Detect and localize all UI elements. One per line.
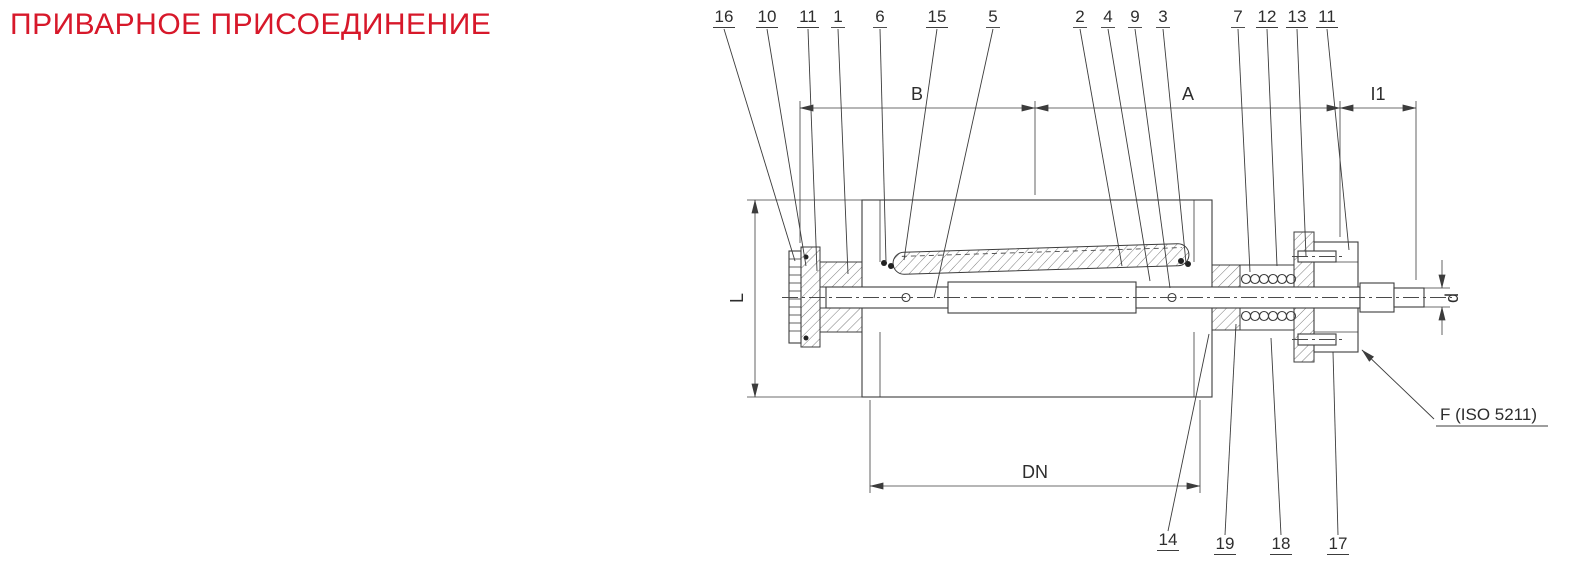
- callout-leader: [1237, 28, 1251, 273]
- callout-label: 10: [758, 7, 777, 26]
- dimension-dn-label: DN: [1022, 462, 1048, 482]
- callout-leader: [1167, 333, 1210, 532]
- spring-stack: [1240, 273, 1297, 322]
- callouts-top: 16 10 11 1 6 15 5 2 4 9 3 7 12: [713, 7, 1350, 299]
- dimension-dn: DN: [869, 400, 1201, 493]
- stub-flange: [800, 246, 821, 348]
- callout-label: 16: [715, 7, 734, 26]
- callout-leader: [903, 28, 938, 261]
- callout-label: 2: [1075, 7, 1084, 26]
- callout-leader: [807, 28, 818, 272]
- flange-standard-callout: F (ISO 5211): [1361, 349, 1548, 427]
- callout-leader: [1326, 28, 1350, 251]
- callout-leader: [1266, 28, 1278, 267]
- callout-leader: [837, 28, 849, 275]
- callout-label: 4: [1103, 7, 1112, 26]
- callout-leader: [1079, 28, 1123, 267]
- flange-standard-label: F (ISO 5211): [1440, 405, 1537, 424]
- callout-leader: [933, 28, 994, 299]
- thread-dashes: [901, 247, 1182, 257]
- page-title: ПРИВАРНОЕ ПРИСОЕДИНЕНИЕ: [10, 8, 492, 41]
- dimension-i1-label: I1: [1370, 84, 1385, 104]
- callout-leader: [723, 28, 796, 262]
- callout-label: 17: [1329, 534, 1348, 553]
- dimension-top: B A I1: [799, 84, 1417, 280]
- callout-leader: [1270, 337, 1282, 536]
- flange-standard-leader: [1361, 349, 1435, 420]
- weld-groove-cap: [788, 250, 802, 344]
- callout-leader: [1224, 323, 1237, 536]
- dimension-a-label: A: [1182, 84, 1194, 104]
- callouts-bottom: 14 19 18 17: [1157, 323, 1349, 555]
- dimension-d-label: d: [1442, 293, 1462, 303]
- callout-label: 12: [1258, 7, 1277, 26]
- callout-label: 11: [1318, 7, 1336, 26]
- shaft-assembly: [825, 281, 1425, 314]
- callout-label: 1: [833, 7, 842, 26]
- seal-dot: [803, 335, 809, 341]
- callout-label: 9: [1130, 7, 1139, 26]
- callout-leader: [1296, 28, 1307, 257]
- callout-label: 15: [928, 7, 947, 26]
- dimension-l: L: [727, 199, 866, 398]
- dimension-l-label: L: [727, 293, 747, 303]
- callout-label: 3: [1158, 7, 1167, 26]
- seat-seals: [881, 258, 1191, 269]
- callout-leader: [879, 28, 887, 263]
- callout-label: 19: [1216, 534, 1235, 553]
- callout-leader: [1107, 28, 1151, 282]
- weld-stub: [788, 246, 863, 348]
- stub-neck-bottom-wall: [819, 307, 863, 333]
- callout-leader: [1332, 351, 1339, 536]
- disc-section: [892, 243, 1190, 275]
- callout-label: 5: [988, 7, 997, 26]
- callout-label: 11: [799, 7, 817, 26]
- callout-label: 14: [1159, 530, 1178, 549]
- callout-leader: [1134, 28, 1171, 289]
- callout-label: 18: [1272, 534, 1291, 553]
- callout-label: 6: [875, 7, 884, 26]
- callout-leader: [766, 28, 807, 267]
- callout-leader: [1162, 28, 1187, 264]
- dimension-d: d: [1424, 260, 1462, 335]
- dimension-b-label: B: [911, 84, 923, 104]
- disc: [892, 243, 1190, 275]
- stub-neck-top-wall: [819, 261, 863, 288]
- callout-label: 7: [1233, 7, 1242, 26]
- callout-label: 13: [1288, 7, 1307, 26]
- packing-gland: [1211, 264, 1297, 331]
- gland-top-wall: [1211, 264, 1241, 288]
